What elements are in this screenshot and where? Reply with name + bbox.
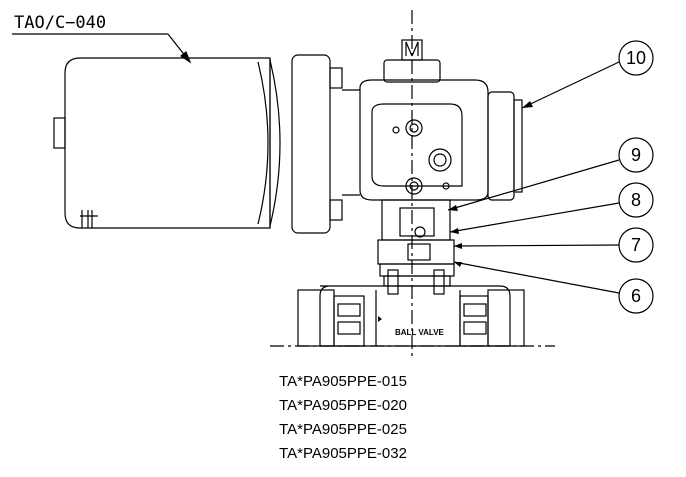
valve-right-web-2 [463,321,487,335]
callout-7-arrowhead [454,243,462,249]
valve-left-web-2 [337,321,361,335]
callout-7-number: 7 [631,235,641,255]
right-end-cap-rim [513,99,523,193]
housing-bolt-bottom-inner [409,181,419,191]
actuator-label: TAO/C−040 [14,13,106,33]
flange-bolt-1 [329,67,343,89]
callout-10-circle [618,40,654,76]
housing-screw-1 [392,126,400,134]
callout-8-arrowhead [450,228,459,234]
housing-bolt-bottom [405,177,423,195]
callout-8-number: 8 [631,190,641,210]
motor-cover [64,57,271,229]
callout-8-leader [449,202,620,233]
housing-bolt-top-inner [409,123,419,133]
model-number: TA*PA905PPE-020 [279,397,407,414]
right-end-cap [487,91,515,201]
housing-bolt-top [405,119,423,137]
model-number: TA*PA905PPE-032 [279,445,407,462]
valve-top-flange-lower [383,275,451,287]
callout-10-arrowhead [522,101,533,108]
coupling-pin [414,226,426,238]
valve-left-web-1 [337,303,361,317]
actuator-valve-drawing: TAO/C−040 BALL VALVE 10 9 8 7 6 [12,10,654,360]
top-indicator-m2 [411,41,419,57]
motor-cover-curve-2 [257,61,269,225]
model-number: TA*PA905PPE-025 [279,421,407,438]
stem-nut [407,243,431,261]
callout-6-arrowhead [454,262,462,267]
gear-housing-inner [371,103,463,187]
callout-8-circle [618,182,654,218]
callout-9-leader [447,159,620,211]
valve-body-label: BALL VALVE [395,328,445,337]
valve-right-web-1 [463,303,487,317]
actuator-flange [291,54,331,234]
valve-bolt-right [433,269,445,295]
model-number: TA*PA905PPE-015 [279,373,407,390]
callout-9-number: 9 [631,145,641,165]
callout-6-circle [618,278,654,314]
top-indicator-m1 [405,41,413,57]
housing-shaft-inner [433,153,447,167]
model-number-list: TA*PA905PPE-015 TA*PA905PPE-020 TA*PA905… [0,370,686,466]
valve-flow-mark [378,316,382,322]
housing-shaft [428,148,452,172]
callout-10-leader [521,61,620,109]
housing-screw-2 [442,182,450,190]
motor-side-notch [53,117,66,149]
callout-9-circle [618,137,654,173]
actuator-label-arrowhead [179,51,192,64]
valve-bolt-left [387,269,399,295]
valve-right-end [487,289,525,347]
coupling-block [399,207,435,237]
callout-10-number: 10 [626,48,646,68]
valve-left-end [297,289,335,347]
callout-6-leader [453,261,620,294]
flange-bolt-2 [329,199,343,221]
callout-6-number: 6 [631,286,641,306]
gear-housing [359,79,489,201]
callout-9-arrowhead [448,205,458,211]
motor-cover-curve [269,59,281,227]
callout-7-leader [453,244,620,247]
